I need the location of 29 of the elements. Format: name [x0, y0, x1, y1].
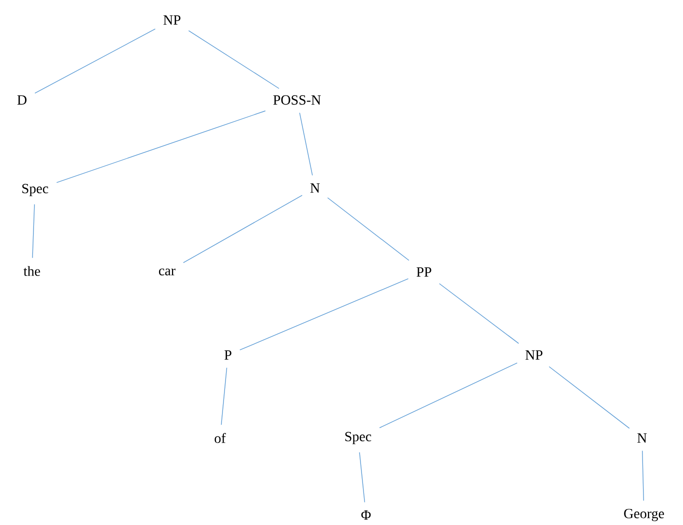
tree-label: car — [159, 268, 176, 276]
tree-branch — [240, 278, 409, 350]
tree-branch — [34, 28, 156, 94]
tree-branch — [327, 197, 410, 261]
tree-branch — [439, 283, 519, 344]
tree-label: D — [17, 95, 26, 105]
tree-label: N — [310, 183, 320, 193]
tree-branch — [379, 362, 518, 428]
tree-label: the — [24, 266, 40, 276]
tree-label: Φ — [361, 510, 371, 520]
tree-branch — [359, 452, 366, 503]
tree-branch — [56, 110, 266, 183]
tree-branch — [32, 204, 35, 258]
tree-label: NP — [163, 15, 180, 25]
tree-label: George — [624, 508, 664, 522]
tree-label: PP — [416, 267, 432, 277]
tree-label: NP — [525, 350, 542, 360]
tree-label: P — [224, 350, 232, 360]
tree-branch — [183, 194, 302, 264]
tree-branch — [299, 112, 313, 176]
tree-label: of — [214, 433, 226, 443]
tree-label: Spec — [22, 184, 48, 196]
tree-label: POSS-N — [273, 95, 321, 105]
tree-branch — [642, 450, 644, 502]
tree-branch — [220, 367, 228, 426]
tree-label: N — [637, 433, 647, 443]
tree-branch — [188, 30, 280, 89]
tree-branch — [548, 366, 630, 429]
tree-label: Spec — [345, 432, 372, 444]
